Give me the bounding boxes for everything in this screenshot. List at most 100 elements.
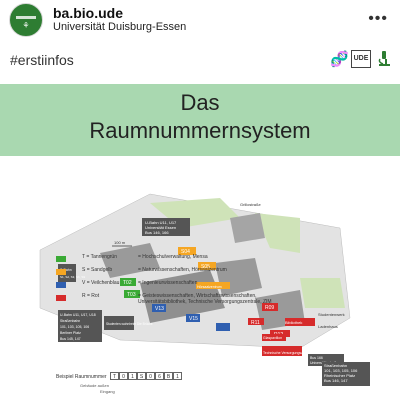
green-area	[255, 213, 300, 253]
legend-code: R = Rot	[82, 293, 100, 299]
legend-row-v: V = Veilchenblau = Ingenieurwissenschaft…	[50, 280, 350, 290]
hashtag-label: #erstiinfos	[10, 52, 74, 68]
callout-wohnheim-text: Studenten-wohnheim Die Brücke	[106, 322, 153, 326]
callout-sbahn-l2: S1, S2, S3, S6, S9	[60, 275, 85, 279]
account-avatar[interactable]: ⚘	[9, 3, 43, 37]
brand-icons: 🧬 UDE	[330, 50, 392, 68]
label-v15: V15	[189, 316, 198, 322]
building-glaspavillon	[262, 334, 286, 341]
more-options-icon[interactable]: •••	[368, 10, 388, 27]
example-caption-2: Eingang	[100, 389, 115, 394]
callout-strassenbahn-l3: Rheinischer Platz	[324, 373, 356, 378]
callout-strassenbahn-l2: 101, 103, 105, 106	[324, 368, 358, 373]
legend-code: V = Veilchenblau	[82, 280, 120, 286]
hashtag-row: #erstiinfos 🧬 UDE	[0, 42, 400, 80]
callout-ubahn-top-l2: Universität Essen	[145, 225, 176, 230]
label-s05: S05	[201, 264, 210, 270]
building-v15	[186, 314, 200, 322]
building-technische	[262, 346, 302, 356]
label-t03: T03	[127, 292, 136, 298]
label-ladenhaus: Ladenhaus	[318, 324, 338, 329]
example-label: Beispiel Raumnummer	[56, 374, 107, 380]
callout-ubahn-top	[142, 218, 190, 236]
dna-icon: 🧬	[330, 51, 349, 68]
legend-row-s: S = Sandgelb = Naturwissenschaften, Hörs…	[50, 267, 350, 277]
account-name[interactable]: ba.bio.ude	[53, 5, 123, 21]
callout-ubahn-left-l2: Straßenbahn	[60, 319, 80, 323]
callout-sbahn	[58, 264, 76, 282]
example-char: 0	[119, 372, 128, 380]
label-hoersaal: Hörsaalzentrum	[197, 285, 222, 289]
label-bibliothek: Bibliothek	[285, 320, 302, 325]
legend-row-r: R = Rot = Geisteswissenschaften, Wirtsch…	[50, 293, 350, 307]
building-s05	[198, 262, 216, 270]
callout-ubahn-left-l1: U-Bahn U11, U17, U18	[60, 313, 96, 317]
microscope-icon	[378, 51, 390, 66]
building	[100, 243, 160, 278]
callout-ubahn-top-l1: U-Bahn U11, U17	[145, 220, 177, 225]
building-t03	[124, 290, 140, 298]
building-r12	[270, 330, 290, 337]
campus-map: T02 T03 S04 S05 V13 V15 R09 R11 R12 Bibl…	[0, 158, 400, 400]
title-line-1: Das	[180, 90, 220, 115]
example-char: S	[137, 372, 146, 380]
post-image: #erstiinfos 🧬 UDE Das Raumnummernsystem	[0, 42, 400, 400]
example-char: 6	[155, 372, 164, 380]
callout-ubahn-left-l5: Bus 145, 147	[60, 337, 81, 341]
legend-desc: = Naturwissenschaften, Hörsaalzentrum	[138, 267, 227, 273]
example-room-number: T 0 1 S 0 6 B 1	[110, 372, 182, 380]
title-banner: Das Raumnummernsystem	[0, 84, 400, 156]
legend-desc-2: Universitätsbibliothek, Technische Verso…	[138, 299, 272, 305]
callout-wohnheim	[104, 316, 134, 330]
building-s04	[178, 247, 196, 255]
green-area	[300, 278, 345, 308]
callout-strassenbahn-l4: Bus 146, 147	[324, 378, 348, 383]
label-s04: S04	[181, 249, 190, 255]
color-legend: T = Tannengrün = Hochschulverwaltung, Me…	[50, 254, 350, 310]
campus-map-svg: T02 T03 S04 S05 V13 V15 R09 R11 R12 Bibl…	[39, 193, 351, 366]
title-line-2: Raumnummernsystem	[89, 118, 311, 143]
label-r09: R09	[265, 305, 274, 311]
legend-swatch-yellow	[56, 269, 66, 275]
label-studentenwerk: Studentenwerk	[318, 312, 345, 317]
ude-logo-icon: UDE	[351, 50, 371, 68]
label-v13: V13	[155, 306, 164, 312]
example-char: T	[110, 372, 119, 380]
example-caption-1: Gebäude außen	[80, 383, 109, 388]
legend-desc: = Ingenieurwissenschaften	[138, 280, 198, 286]
legend-swatch-red	[56, 295, 66, 301]
callout-ubahn-left	[58, 310, 102, 342]
building-r09	[262, 303, 278, 311]
label-grillo: Grillostraße	[240, 202, 261, 207]
callout-ubahn-top-l3: Bus 146, 166	[145, 230, 169, 235]
scale-label: 100 m	[114, 240, 126, 245]
building	[230, 213, 265, 243]
building-v13	[152, 304, 166, 312]
building-v17	[216, 323, 230, 331]
example-char: B	[164, 372, 173, 380]
legend-code: T = Tannengrün	[82, 254, 117, 260]
legend-code: S = Sandgelb	[82, 267, 113, 273]
legend-row-t: T = Tannengrün = Hochschulverwaltung, Me…	[50, 254, 350, 264]
avatar-bar	[16, 16, 36, 19]
example-char: 0	[146, 372, 155, 380]
label-technische: Technische Versorgungszentrale	[263, 351, 314, 355]
callout-bus-right-l1: Bus 166	[310, 356, 323, 360]
label-r11: R11	[251, 320, 260, 326]
label-t02: T02	[123, 280, 132, 286]
legend-desc: = Geisteswissenschaften, Wirtschaftswiss…	[138, 293, 257, 299]
callout-strassenbahn: Straßenbahn 101, 103, 105, 106 Rheinisch…	[322, 362, 370, 386]
example-char: 1	[173, 372, 182, 380]
building-r11	[248, 318, 264, 325]
avatar-logo-icon: ⚘	[22, 21, 30, 30]
label-glaspavillon: Glaspavillon	[263, 336, 282, 340]
account-subtitle[interactable]: Universität Duisburg-Essen	[53, 21, 187, 33]
legend-desc: = Hochschulverwaltung, Mensa	[138, 254, 208, 260]
post-header: ⚘ ba.bio.ude Universität Duisburg-Essen …	[0, 0, 400, 40]
legend-swatch-green	[56, 256, 66, 262]
example-char: 1	[128, 372, 137, 380]
building-hoersaal	[196, 282, 230, 289]
callout-ubahn-left-l3: 101, 103, 105, 106	[60, 325, 89, 329]
callout-ubahn-left-l4: Berliner Platz	[60, 331, 81, 335]
building-bibliothek	[285, 318, 315, 326]
